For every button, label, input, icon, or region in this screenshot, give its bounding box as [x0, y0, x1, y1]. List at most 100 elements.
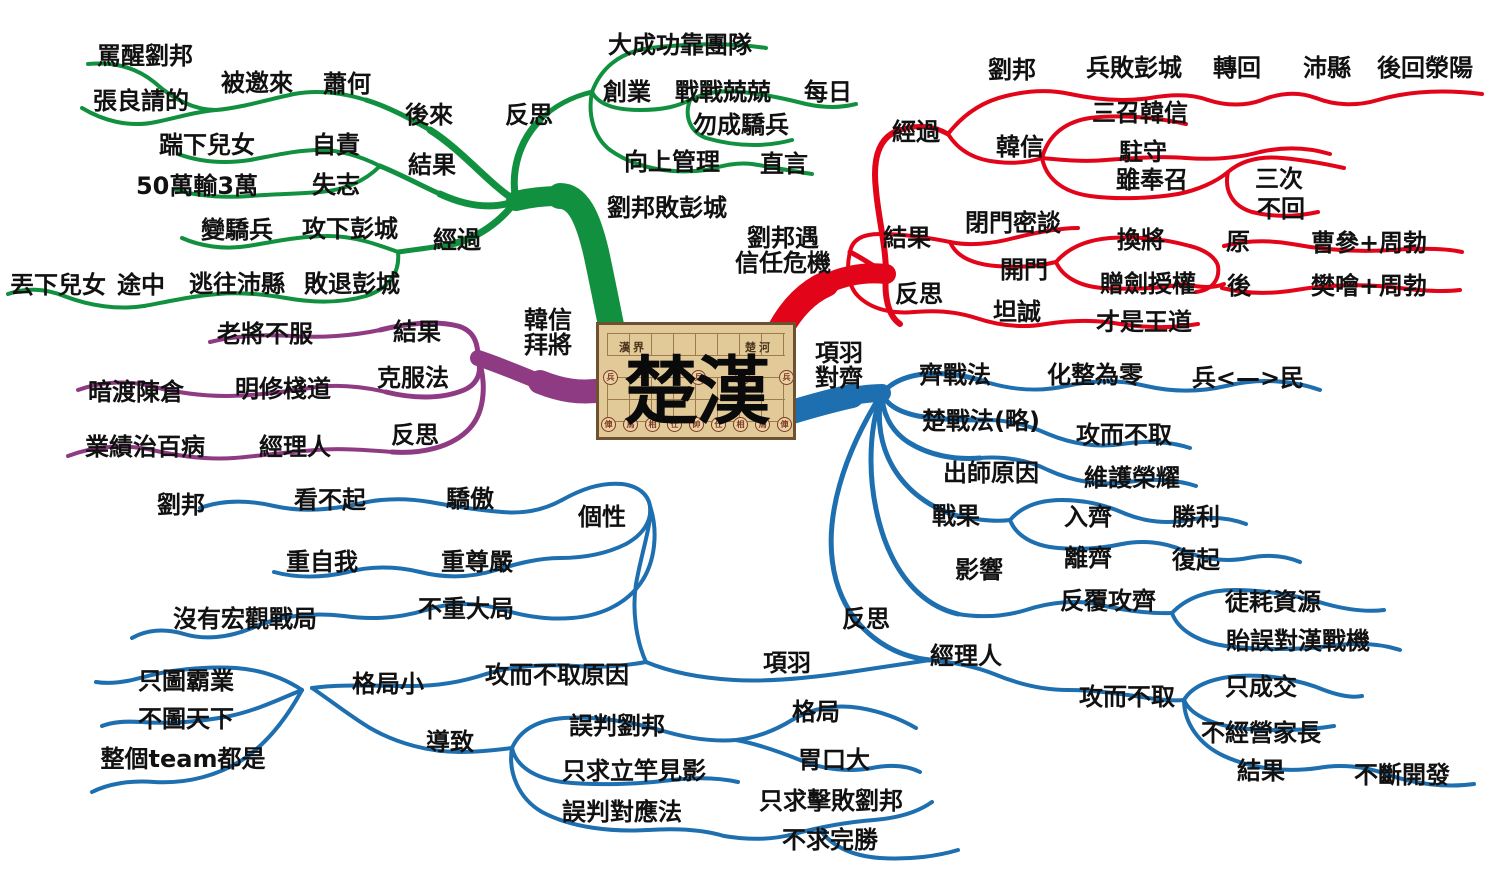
red-node-hanxin[interactable]: 韓信	[996, 133, 1044, 161]
blue-node-bingmin[interactable]: 兵<—>民	[1191, 364, 1305, 392]
blue-node-gongerbuqu[interactable]: 攻而不取	[1076, 421, 1172, 449]
green-node-houlai[interactable]: 後來	[405, 101, 453, 129]
green-node-baitui[interactable]: 敗退彭城	[304, 270, 400, 298]
blue-node-zhongziwo[interactable]: 重自我	[286, 548, 358, 576]
red-node-zhushou[interactable]: 駐守	[1119, 138, 1167, 166]
purple-node-mingxiu[interactable]: 明修棧道	[235, 375, 331, 403]
blue-node-qizhanfa[interactable]: 齊戰法	[919, 361, 991, 389]
red-node-jieguo[interactable]: 結果	[883, 224, 931, 252]
red-node-sanci[interactable]: 三次	[1255, 165, 1303, 193]
blue-node-zhanguo[interactable]: 戰果	[932, 502, 980, 530]
blue-node-zhenggeteam[interactable]: 整個team都是	[100, 745, 266, 773]
blue-node-gongerbuquyuanyin[interactable]: 攻而不取原因	[485, 661, 629, 689]
green-node-zhiyan[interactable]: 直言	[760, 150, 808, 178]
blue-node-butu[interactable]: 不圖天下	[138, 705, 234, 733]
green-node-chuangye[interactable]: 創業	[603, 78, 651, 106]
blue-node-daozhi[interactable]: 導致	[426, 728, 474, 756]
blue-node-zhichengjiao[interactable]: 只成交	[1225, 673, 1297, 701]
red-node-houhui[interactable]: 後回滎陽	[1377, 54, 1473, 82]
branch-label-blue[interactable]: 項羽 對齊	[815, 340, 863, 391]
branch-label-green[interactable]: 劉邦敗彭城	[607, 194, 727, 222]
green-node-bianjiaobing[interactable]: 變驕兵	[201, 216, 273, 244]
purple-node-kefufa[interactable]: 克服法	[377, 364, 449, 392]
purple-node-jinglliren[interactable]: 經理人	[259, 433, 331, 461]
purple-node-jieguo[interactable]: 結果	[393, 318, 441, 346]
green-node-wuchengjiaobing[interactable]: 勿成驕兵	[693, 111, 789, 139]
blue-node-wupanduiying[interactable]: 誤判對應法	[562, 798, 682, 826]
red-node-buhui[interactable]: 不回	[1257, 195, 1305, 223]
red-node-zengjian[interactable]: 贈劍授權	[1100, 270, 1196, 298]
blue-node-zhiqiulizhan[interactable]: 只求立竿見影	[562, 757, 706, 785]
purple-node-laojiang[interactable]: 老將不服	[217, 320, 313, 348]
blue-node-weikouda[interactable]: 胃口大	[798, 746, 870, 774]
blue-node-zhitubaye[interactable]: 只圖霸業	[138, 667, 234, 695]
red-node-huanjiang[interactable]: 換將	[1117, 226, 1165, 254]
blue-node-ruqi[interactable]: 入齊	[1064, 503, 1112, 531]
blue-node-liqi[interactable]: 離齊	[1064, 544, 1112, 572]
blue-node-huazheng[interactable]: 化整為零	[1047, 361, 1143, 389]
blue-node-zhongzunyan[interactable]: 重尊嚴	[441, 548, 513, 576]
red-node-peixian[interactable]: 沛縣	[1303, 54, 1351, 82]
green-node-zhanzhan[interactable]: 戰戰兢兢	[675, 78, 771, 106]
blue-node-gejuxiao[interactable]: 格局小	[352, 670, 424, 698]
green-node-shizhi[interactable]: 失志	[312, 171, 360, 199]
red-node-hou[interactable]: 後	[1227, 272, 1251, 300]
blue-node-chuzhanfa[interactable]: 楚戰法(略)	[922, 407, 1040, 435]
red-node-fankuai[interactable]: 樊噲+周勃	[1310, 272, 1428, 300]
red-node-jingguo[interactable]: 經過	[892, 118, 940, 146]
branch-label-red[interactable]: 劉邦遇 信任危機	[735, 225, 831, 276]
green-node-xiangshangguanli[interactable]: 向上管理	[624, 148, 720, 176]
blue-node-chushi[interactable]: 出師原因	[943, 459, 1039, 487]
red-node-kaimen[interactable]: 開門	[1000, 256, 1048, 284]
blue-node-geju[interactable]: 格局	[792, 698, 840, 726]
blue-node-wupanliubang[interactable]: 誤判劉邦	[569, 712, 665, 740]
blue-node-bujingying[interactable]: 不經營家長	[1201, 719, 1321, 747]
blue-node-weihu[interactable]: 維護榮耀	[1084, 464, 1180, 492]
blue-node-buzhongdaju[interactable]: 不重大局	[418, 595, 514, 623]
red-node-zhuanhui[interactable]: 轉回	[1213, 54, 1261, 82]
red-node-tancheng[interactable]: 坦誠	[993, 298, 1041, 326]
blue-node-liubang[interactable]: 劉邦	[157, 491, 205, 519]
blue-node-xiangyu[interactable]: 項羽	[763, 649, 811, 677]
green-node-dachenggong[interactable]: 大成功靠團隊	[608, 31, 752, 59]
blue-node-yingxiang[interactable]: 影響	[955, 556, 1003, 584]
red-node-suifeng[interactable]: 雖奉召	[1116, 166, 1188, 194]
blue-node-fanfu[interactable]: 反覆攻齊	[1060, 587, 1156, 615]
blue-node-kanbuqi[interactable]: 看不起	[294, 486, 366, 514]
green-node-fansi[interactable]: 反思	[505, 101, 553, 129]
red-node-yuan[interactable]: 原	[1226, 228, 1250, 256]
blue-node-fuqi[interactable]: 復起	[1172, 546, 1220, 574]
green-node-jingguo[interactable]: 經過	[433, 226, 481, 254]
blue-node-zhiqiujibai[interactable]: 只求擊敗劉邦	[759, 787, 903, 815]
blue-node-gexing[interactable]: 個性	[578, 503, 626, 531]
blue-node-fansi[interactable]: 反思	[842, 605, 890, 633]
blue-node-buqiuwansheng[interactable]: 不求完勝	[782, 826, 878, 854]
red-node-caocan[interactable]: 曹參+周勃	[1310, 229, 1428, 257]
green-node-duanxia[interactable]: 踹下兒女	[159, 131, 255, 159]
green-node-jieguo[interactable]: 結果	[408, 151, 456, 179]
blue-node-shengli[interactable]: 勝利	[1172, 503, 1220, 531]
green-node-xiaohe[interactable]: 蕭何	[323, 70, 371, 98]
red-node-caishi[interactable]: 才是王道	[1096, 308, 1192, 336]
green-node-diuxia[interactable]: 丟下兒女	[10, 271, 106, 299]
red-node-bingbai[interactable]: 兵敗彭城	[1086, 54, 1182, 82]
green-node-maxing[interactable]: 罵醒劉邦	[97, 42, 193, 70]
green-node-meiri[interactable]: 每日	[804, 78, 852, 106]
purple-node-andu[interactable]: 暗渡陳倉	[88, 378, 184, 406]
branch-label-purple[interactable]: 韓信 拜將	[524, 307, 572, 358]
red-node-sanzhao[interactable]: 三召韓信	[1092, 99, 1188, 127]
blue-node-daiwu[interactable]: 貽誤對漢戰機	[1226, 627, 1370, 655]
purple-node-yeji[interactable]: 業績治百病	[85, 433, 205, 461]
blue-node-jiaoao[interactable]: 驕傲	[446, 485, 494, 513]
green-node-taowang[interactable]: 逃往沛縣	[189, 270, 285, 298]
purple-node-fansi[interactable]: 反思	[391, 421, 439, 449]
green-node-wushiwan[interactable]: 50萬輸3萬	[135, 172, 259, 200]
blue-node-gongerbuqu2[interactable]: 攻而不取	[1079, 683, 1175, 711]
blue-node-jinglliren[interactable]: 經理人	[930, 642, 1002, 670]
blue-node-tuhao[interactable]: 徒耗資源	[1225, 588, 1321, 616]
red-node-fansi[interactable]: 反思	[895, 280, 943, 308]
green-node-beiyaolai[interactable]: 被邀來	[221, 69, 293, 97]
blue-node-meiyou[interactable]: 沒有宏觀戰局	[173, 605, 317, 633]
blue-node-jieguo[interactable]: 結果	[1237, 757, 1285, 785]
green-node-gongxia[interactable]: 攻下彭城	[302, 215, 398, 243]
